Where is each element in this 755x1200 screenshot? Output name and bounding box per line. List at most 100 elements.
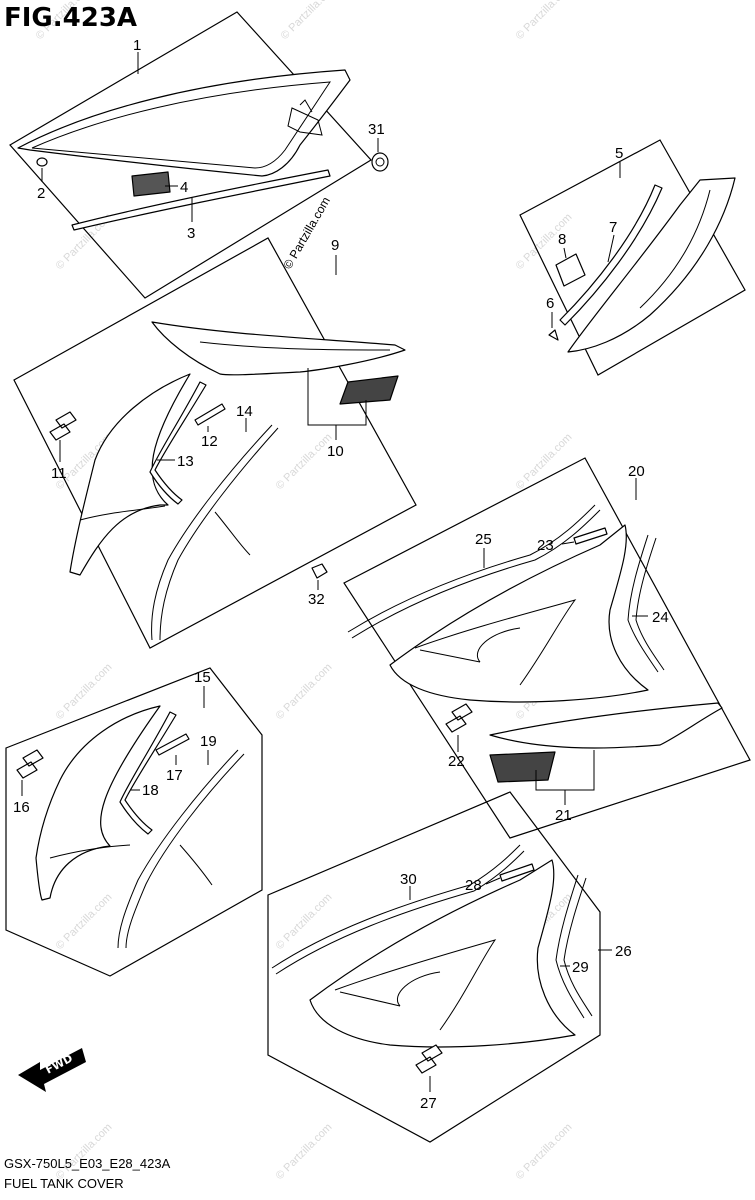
part-4-mesh bbox=[131, 171, 171, 197]
callout-24: 24 bbox=[652, 609, 669, 626]
callout-16: 16 bbox=[13, 799, 30, 816]
part-21-sticker bbox=[489, 751, 556, 783]
callout-6: 6 bbox=[546, 295, 554, 312]
callout-26: 26 bbox=[615, 943, 632, 960]
figure-name: FUEL TANK COVER bbox=[4, 1176, 124, 1191]
part-17-strip bbox=[155, 733, 190, 756]
callout-30: 30 bbox=[400, 871, 417, 888]
callout-25: 25 bbox=[475, 531, 492, 548]
group-15-box bbox=[5, 667, 263, 977]
part-1-cover bbox=[17, 69, 351, 177]
part-31-grommet bbox=[371, 152, 389, 172]
part-12-strip bbox=[194, 403, 226, 426]
callout-18: 18 bbox=[142, 782, 159, 799]
callout-14: 14 bbox=[236, 403, 253, 420]
watermark: © Partzilla.com bbox=[274, 891, 335, 952]
leader-28 bbox=[485, 877, 501, 885]
part-26-recess-inner bbox=[397, 971, 441, 1007]
watermark: © Partzilla.com bbox=[274, 661, 335, 722]
group-20-box bbox=[343, 457, 751, 839]
callout-7: 7 bbox=[609, 219, 617, 236]
part-10-sticker bbox=[339, 375, 399, 405]
callout-22: 22 bbox=[448, 753, 465, 770]
callout-29: 29 bbox=[572, 959, 589, 976]
part-23-strip bbox=[573, 527, 608, 545]
callout-9: 9 bbox=[331, 237, 339, 254]
suzuki-logo-icon bbox=[445, 703, 473, 733]
part-26-recess bbox=[334, 939, 497, 1031]
part-8-sticker bbox=[555, 253, 586, 287]
leader-7 bbox=[607, 234, 615, 263]
leader-23 bbox=[561, 541, 575, 545]
part-19-branch bbox=[179, 844, 213, 886]
group-5-box bbox=[519, 139, 746, 376]
callout-27: 27 bbox=[420, 1095, 437, 1112]
group-part-1: 1 2 4 3 31 bbox=[9, 11, 389, 299]
figure-code: GSX-750L5_E03_E28_423A bbox=[4, 1156, 171, 1171]
callout-32: 32 bbox=[308, 591, 325, 608]
callout-12: 12 bbox=[201, 433, 218, 450]
part-20-recess-inner bbox=[477, 627, 521, 663]
part-29-strip bbox=[555, 874, 593, 1019]
group-1-box bbox=[9, 11, 372, 299]
group-part-5: 5 7 8 6 bbox=[519, 139, 746, 376]
part-14-branch bbox=[214, 511, 251, 556]
watermark: © Partzilla.com bbox=[274, 1121, 335, 1182]
suzuki-logo-icon bbox=[16, 749, 44, 779]
part-20-upper-cover bbox=[489, 702, 723, 749]
part-11-lower-edge bbox=[79, 505, 166, 521]
callout-3: 3 bbox=[187, 225, 195, 242]
part-15-side-panel bbox=[35, 705, 161, 901]
watermark: © Partzilla.com bbox=[514, 431, 575, 492]
part-20-cover bbox=[389, 524, 649, 703]
part-28-strip bbox=[499, 863, 535, 882]
group-9-box bbox=[13, 237, 417, 649]
part-5-cover bbox=[567, 177, 736, 353]
part-3-strip bbox=[71, 169, 331, 231]
callout-4: 4 bbox=[180, 179, 188, 196]
part-11-side-panel bbox=[69, 373, 191, 576]
callout-11: 11 bbox=[51, 465, 67, 482]
watermark: © Partzilla.com bbox=[279, 0, 340, 42]
callout-19: 19 bbox=[200, 733, 217, 750]
callout-23: 23 bbox=[537, 537, 554, 554]
callout-15: 15 bbox=[194, 669, 211, 686]
part-24-strip bbox=[627, 534, 665, 673]
watermark: © Partzilla.com bbox=[54, 891, 115, 952]
callout-31: 31 bbox=[368, 121, 385, 138]
part-1-clip bbox=[299, 99, 313, 113]
callout-20: 20 bbox=[628, 463, 645, 480]
callout-5: 5 bbox=[615, 145, 623, 162]
part-7-strip bbox=[559, 184, 663, 326]
part-32-clip bbox=[311, 563, 328, 579]
callout-28: 28 bbox=[465, 877, 482, 894]
part-5-edge bbox=[639, 189, 711, 309]
leader-8 bbox=[563, 247, 567, 259]
part-1-inner-edge bbox=[31, 81, 331, 169]
watermark: © Partzilla.com bbox=[514, 0, 575, 42]
part-18-trim bbox=[119, 711, 177, 835]
suzuki-logo-icon bbox=[415, 1044, 443, 1074]
watermark: © Partzilla.com bbox=[54, 661, 115, 722]
suzuki-logo-icon bbox=[49, 411, 77, 441]
group-26-box bbox=[267, 791, 601, 1143]
part-1-bracket bbox=[287, 107, 323, 136]
part-26-cover bbox=[309, 859, 576, 1048]
callout-1: 1 bbox=[133, 37, 141, 54]
part-14-outline bbox=[151, 424, 279, 641]
part-31-hole bbox=[375, 157, 385, 167]
part-9-crease bbox=[199, 341, 391, 351]
fwd-arrow-icon: FWD bbox=[18, 1048, 86, 1092]
part-25-strip bbox=[347, 504, 601, 639]
callout-13: 13 bbox=[177, 453, 194, 470]
part-6-clip bbox=[548, 329, 559, 341]
fwd-arrow-shape bbox=[18, 1048, 86, 1092]
part-2-clip bbox=[36, 157, 48, 167]
loose-part-32: 32 bbox=[308, 563, 328, 608]
watermark: © Partzilla.com bbox=[514, 1121, 575, 1182]
part-30-strip bbox=[271, 844, 525, 975]
part-20-recess bbox=[414, 599, 577, 686]
watermark: © Partzilla.com bbox=[54, 1121, 115, 1182]
watermark-dark: © Partzilla.com bbox=[280, 194, 333, 271]
